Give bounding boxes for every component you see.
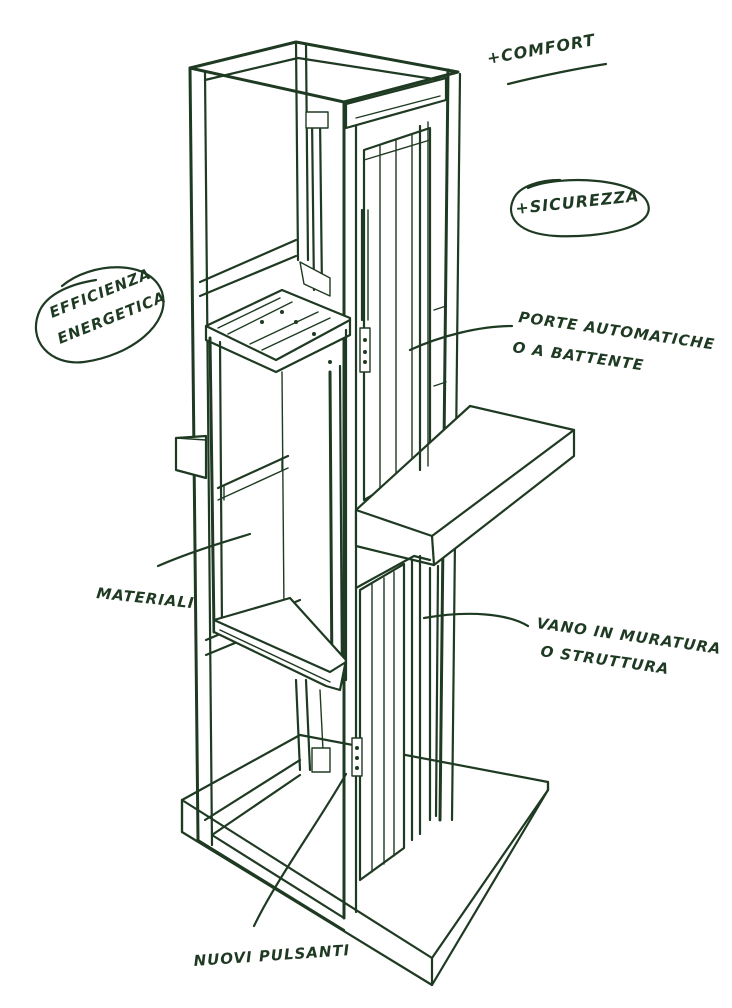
callout-sicurezza: +SICUREZZA bbox=[509, 178, 650, 238]
front-header bbox=[344, 76, 448, 130]
label-comfort: +COMFORT bbox=[485, 30, 596, 68]
callout-vano: VANO IN MURATURA O STRUTTURA bbox=[422, 612, 723, 678]
door-side-frame bbox=[418, 121, 447, 472]
label-materiali: MATERIALI bbox=[96, 584, 196, 612]
lower-landing-door bbox=[351, 554, 440, 882]
callout-comfort: +COMFORT bbox=[485, 30, 608, 86]
guide-rails bbox=[294, 111, 331, 773]
label-sicurezza: +SICUREZZA bbox=[514, 186, 640, 218]
upper-landing-slab bbox=[174, 404, 576, 567]
callout-materiali: MATERIALI bbox=[96, 532, 252, 612]
cabin bbox=[204, 261, 352, 692]
label-porte-2: O A BATTENTE bbox=[511, 338, 645, 374]
callout-efficienza: EFFICIENZA ENERGETICA bbox=[34, 264, 169, 364]
label-pulsanti: NUOVI PULSANTI bbox=[193, 941, 351, 970]
